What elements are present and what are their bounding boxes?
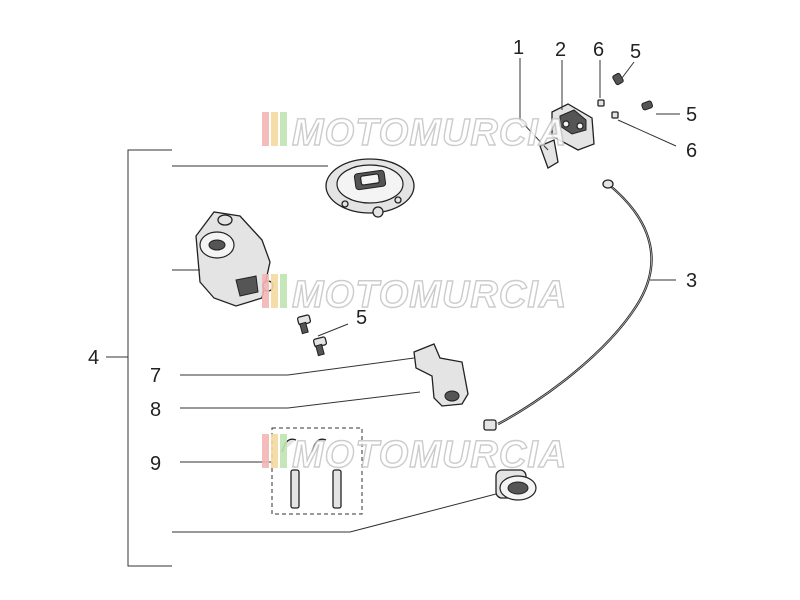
callout-5-top: 5 — [630, 41, 641, 63]
lock-bracket-part — [180, 343, 469, 409]
callout-3: 3 — [686, 270, 697, 292]
watermark-bottom: MOTOMURCIA — [262, 433, 567, 477]
fuel-cap-part — [172, 158, 415, 218]
callout-6-right: 6 — [686, 140, 697, 162]
watermark-text-bottom: MOTOMURCIA — [292, 434, 567, 476]
callout-8: 8 — [150, 399, 161, 421]
group-bracket — [106, 149, 172, 567]
callout-6-top: 6 — [593, 39, 604, 61]
pins-kit — [180, 427, 363, 515]
latch-assembly-part — [519, 58, 680, 169]
watermark-middle: MOTOMURCIA — [262, 273, 567, 317]
callout-7: 7 — [150, 365, 161, 387]
watermark-top: MOTOMURCIA — [262, 111, 567, 155]
lock-cylinder-part — [172, 469, 537, 533]
callout-9: 9 — [150, 453, 161, 475]
ignition-screws — [296, 314, 349, 357]
callout-labels: 1 2 6 5 5 6 3 4 5 7 8 9 — [88, 37, 697, 475]
callout-4: 4 — [88, 347, 99, 369]
watermark-text-top: MOTOMURCIA — [292, 112, 567, 154]
ignition-switch-part — [172, 211, 274, 307]
callout-2: 2 — [555, 39, 566, 61]
release-cable-part — [483, 179, 676, 431]
callout-5-mid: 5 — [356, 307, 367, 329]
callout-5-right: 5 — [686, 104, 697, 126]
watermark-text-middle: MOTOMURCIA — [292, 274, 567, 316]
callout-1: 1 — [513, 37, 524, 59]
